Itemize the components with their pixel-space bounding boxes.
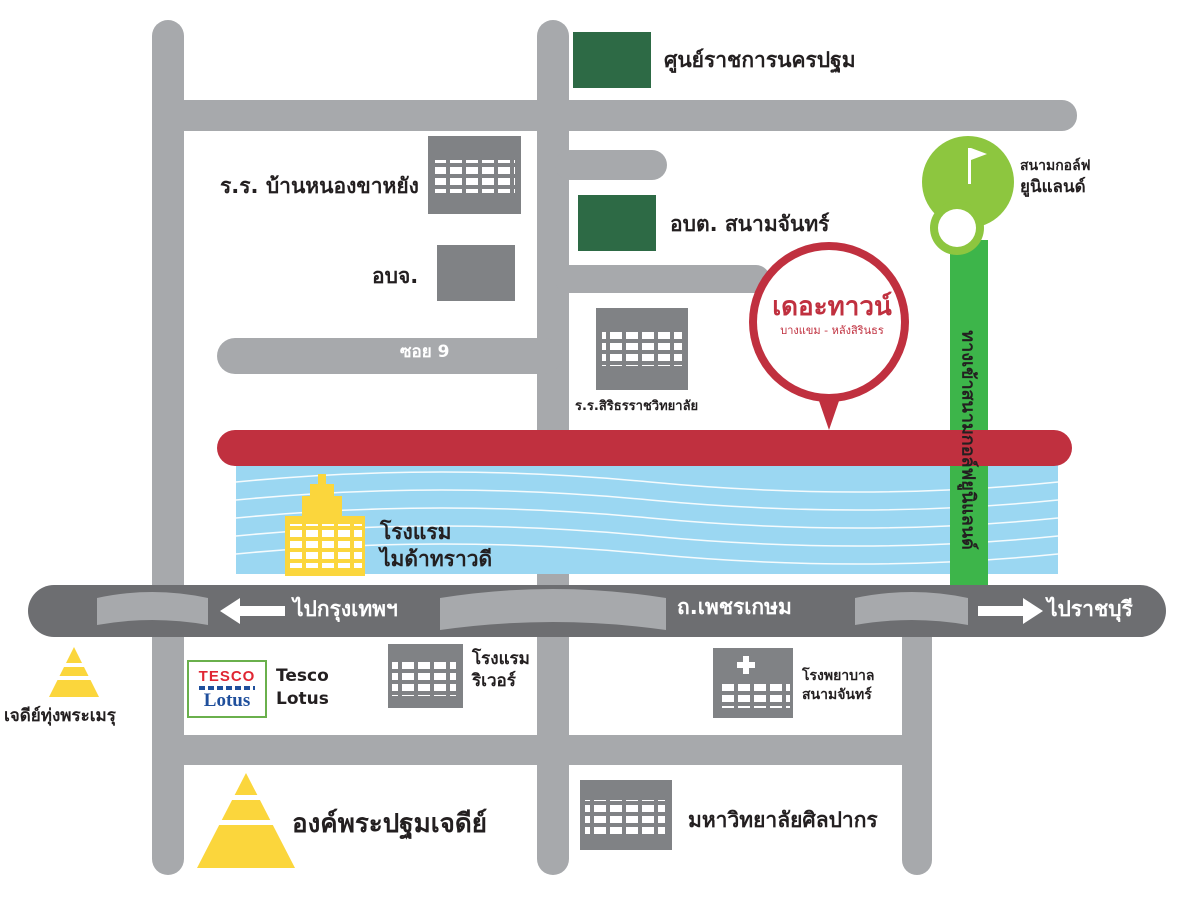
to-bangkok-label: ไปกรุงเทพฯ: [293, 597, 398, 621]
arrow-icons: [220, 598, 1043, 624]
school-sirinthorn-building: [596, 308, 688, 390]
tesco-logo-stripe: [199, 686, 255, 690]
main-highway-label: ถ.เพชรเกษม: [677, 595, 792, 619]
pao-building: [437, 245, 515, 301]
the-town-subtitle: บางแขม - หลังสิรินธร: [780, 324, 884, 337]
arrow-left-icon: [220, 598, 285, 624]
bridges: [97, 589, 968, 630]
tesco-logo-bottom: Lotus: [203, 690, 251, 711]
highlight-road: [217, 430, 1072, 466]
hotel-mida-building: [285, 474, 365, 576]
tesco-label-line1: Tesco: [276, 666, 329, 686]
location-pin-icon: [749, 242, 909, 430]
sao-building: [578, 195, 656, 251]
tesco-label-line2: Lotus: [276, 689, 329, 709]
chedi-thung-label: เจดีย์ทุ่งพระเมรุ: [4, 706, 116, 726]
golf-flag-icon: [968, 148, 971, 184]
the-town-title: เดอะทาวน์: [772, 292, 892, 322]
golf-access-road-label: ทางเข้าสนามกอล์ฟยูนิแลนด์: [957, 330, 979, 550]
tesco-lotus-logo: TESCO Lotus: [187, 660, 267, 718]
sao-label: อบต. สนามจันทร์: [670, 212, 830, 236]
golf-label-line1: สนามกอล์ฟ: [1020, 158, 1091, 174]
school-sirinthorn-label: ร.ร.สิริธรราชวิทยาลัย: [575, 399, 699, 414]
hotel-river-label-line1: โรงแรม: [472, 649, 530, 669]
hospital-label-line2: สนามจันทร์: [802, 687, 872, 703]
hospital-building: [713, 648, 793, 718]
school-ban-nong-label: ร.ร. บ้านหนองขาหยัง: [220, 174, 419, 198]
hotel-river-label-line2: ริเวอร์: [472, 671, 516, 691]
government-center-building: [573, 32, 651, 88]
tesco-logo-top: TESCO: [198, 668, 256, 685]
hotel-mida-label-line1: โรงแรม: [380, 520, 452, 544]
soi-label: ซอย 9: [400, 342, 450, 362]
phra-pathom-chedi-icon: [197, 773, 295, 868]
hotel-mida-label-line2: ไมด้าทราวดี: [380, 547, 493, 571]
hospital-label-line1: โรงพยาบาล: [802, 668, 875, 684]
hotel-river-building: [388, 644, 463, 708]
silpakorn-building: [580, 780, 672, 850]
arrow-right-icon: [978, 598, 1043, 624]
river: [235, 462, 1059, 574]
chedi-thung-icon: [49, 647, 99, 697]
golf-label-line2: ยูนิแลนด์: [1020, 177, 1086, 197]
road-network: [152, 20, 1077, 875]
phra-pathom-chedi-label: องค์พระปฐมเจดีย์: [292, 809, 487, 839]
golf-marker: [922, 136, 1014, 255]
golf-access-road: [950, 240, 988, 586]
school-ban-nong-building: [428, 136, 521, 214]
silpakorn-label: มหาวิทยาลัยศิลปากร: [688, 808, 878, 832]
pao-label: อบจ.: [372, 264, 419, 288]
to-ratchaburi-label: ไปราชบุรี: [1047, 597, 1133, 621]
government-center-label: ศูนย์ราชการนครปฐม: [664, 48, 856, 72]
